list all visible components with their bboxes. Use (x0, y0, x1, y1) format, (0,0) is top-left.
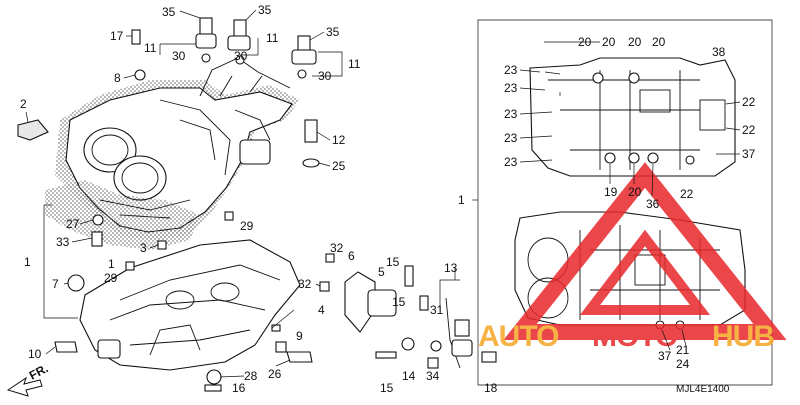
callout: 5 (378, 265, 385, 279)
callout: 20 (652, 35, 666, 49)
callout: 15 (380, 381, 394, 395)
small-hardware (17, 17, 497, 392)
callout: 10 (28, 347, 42, 361)
callout: 32 (330, 241, 344, 255)
callout: 22 (742, 123, 756, 137)
callout: 34 (426, 369, 440, 383)
callout: 23 (504, 131, 518, 145)
callout: 36 (646, 197, 660, 211)
crankcase-top-view (529, 57, 736, 177)
callout: 8 (114, 71, 121, 85)
callout: 2 (20, 97, 27, 111)
watermark: AUTO MOTO HUB (478, 162, 787, 353)
direction-label: FR. (27, 361, 51, 382)
callout: 13 (444, 261, 458, 275)
callout: 26 (268, 367, 282, 381)
callout: 22 (680, 187, 694, 201)
callout: 20 (628, 185, 642, 199)
callout: 1 (458, 193, 465, 207)
callout: 23 (504, 81, 518, 95)
callout: 37 (742, 147, 756, 161)
callout: 14 (402, 369, 416, 383)
callout: 15 (392, 295, 406, 309)
callout: 30 (172, 49, 186, 63)
callout: 15 (386, 255, 400, 269)
callout: 20 (628, 35, 642, 49)
callout: 3 (140, 241, 147, 255)
callout: 6 (348, 249, 355, 263)
callout: 35 (258, 3, 272, 17)
callout: 33 (56, 235, 70, 249)
callout: 32 (298, 277, 312, 291)
callouts: 35 35 35 17 11 11 11 30 30 30 8 2 12 25 … (20, 3, 756, 395)
callout: 21 (676, 343, 690, 357)
leader-lines (25, 9, 741, 378)
callout: 7 (52, 277, 59, 291)
callout: 11 (266, 31, 279, 45)
callout: 1 (24, 255, 31, 269)
callout: 17 (110, 29, 124, 43)
callout: 18 (484, 381, 498, 395)
callout: 31 (430, 303, 444, 317)
callout: 1 (108, 257, 115, 271)
callout: 35 (162, 5, 176, 19)
watermark-word-a: AUTO (478, 320, 559, 353)
callout: 24 (676, 357, 690, 371)
callout: 38 (712, 45, 726, 59)
callout: 25 (332, 159, 346, 173)
callout: 11 (144, 41, 157, 55)
watermark-triangle-outer (503, 162, 787, 340)
diagram-code: MJL4E1400 (676, 384, 730, 395)
callout: 27 (66, 217, 80, 231)
callout: 37 (658, 349, 672, 363)
callout: 11 (348, 57, 361, 71)
callout: 9 (296, 329, 303, 343)
callout: 30 (234, 49, 248, 63)
callout: 16 (232, 381, 246, 395)
callout: 4 (318, 303, 325, 317)
lower-crankcase (45, 180, 301, 371)
callout: 35 (326, 25, 340, 39)
watermark-triangle-inner (579, 229, 711, 315)
callout: 28 (244, 369, 258, 383)
callout: 22 (742, 95, 756, 109)
callout: 20 (602, 35, 616, 49)
direction-arrow: FR. (6, 361, 51, 397)
watermark-word-c: HUB (712, 320, 774, 353)
callout: 23 (504, 155, 518, 169)
callout: 29 (104, 271, 118, 285)
callout: 23 (504, 107, 518, 121)
leader-brackets (43, 19, 773, 386)
callout: 12 (332, 133, 346, 147)
callout: 30 (318, 69, 332, 83)
callout: 29 (240, 219, 254, 233)
callout: 19 (604, 185, 618, 199)
callout: 23 (504, 63, 518, 77)
